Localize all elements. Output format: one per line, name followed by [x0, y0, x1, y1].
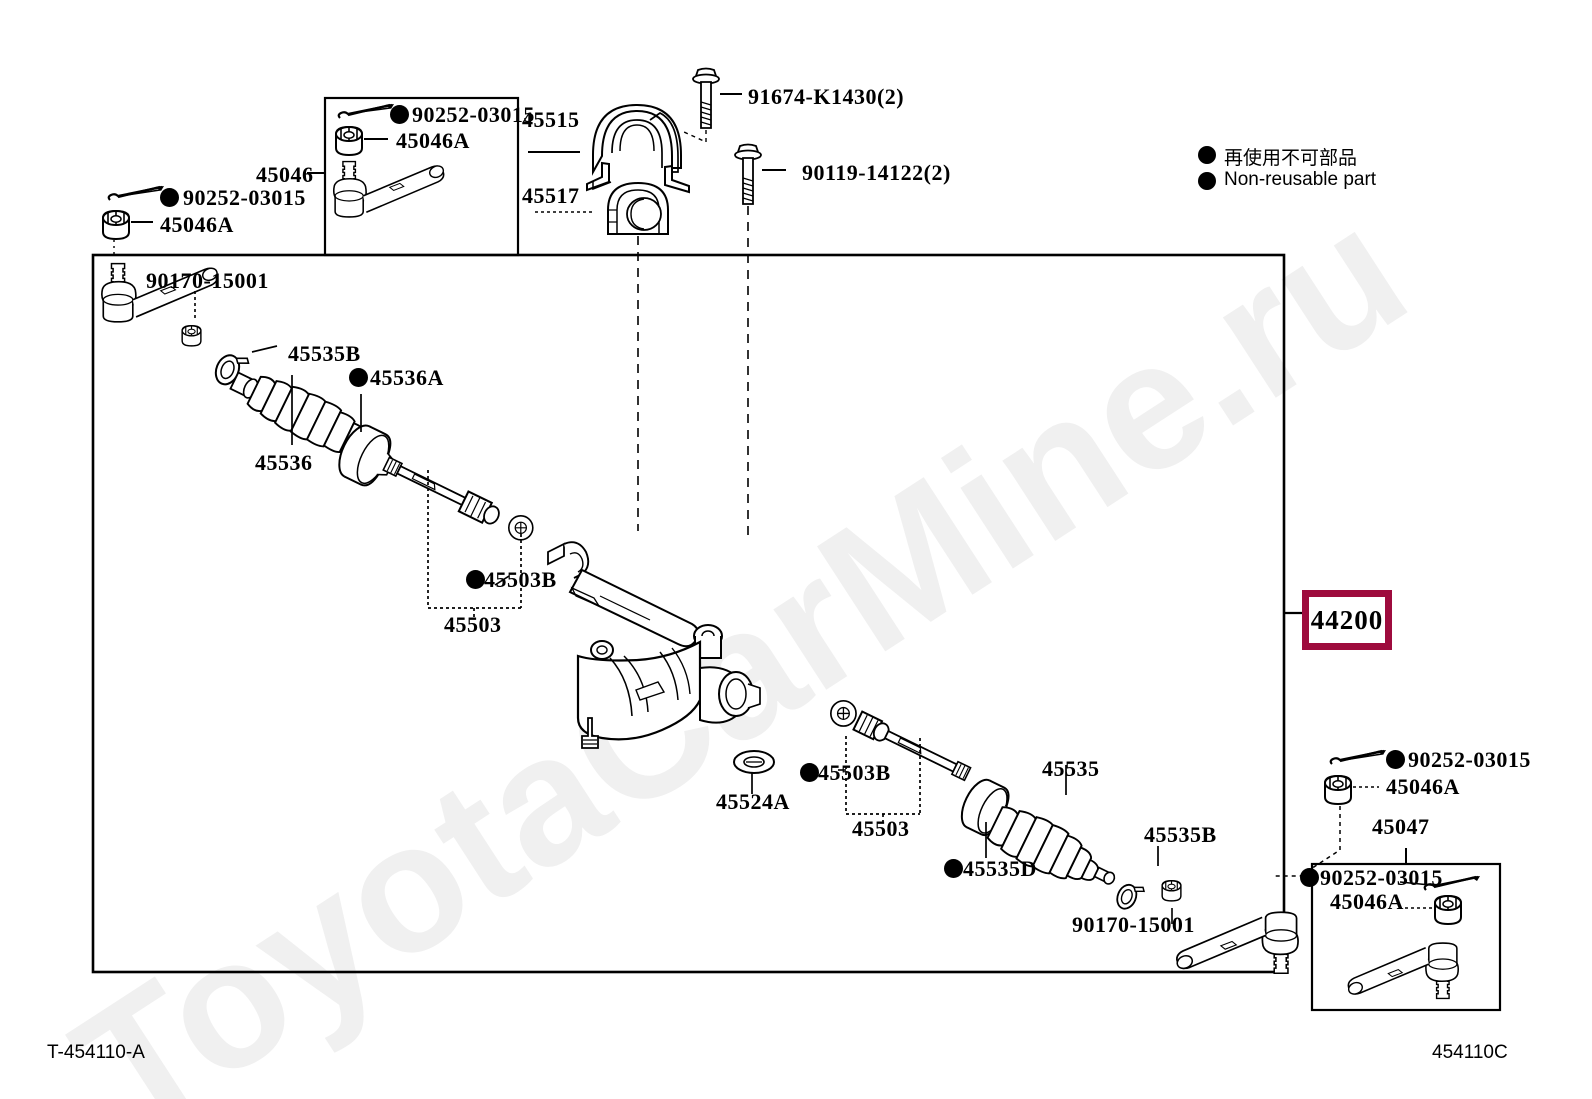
callout-rack-end-upper: 45503 — [444, 612, 502, 637]
callout-inset-right-title: 45047 — [1372, 814, 1430, 839]
nonreuse-dot-7 — [1386, 750, 1405, 769]
legend-dot-jp — [1198, 146, 1216, 164]
callout-boot-clamp-lower: 45535B — [1144, 822, 1217, 847]
callout-inset-left-title: 45046 — [256, 162, 314, 187]
nonreuse-dot-2 — [390, 105, 409, 124]
nonreuse-dot-4 — [466, 570, 485, 589]
callout-boot-band-lower: 45535D — [963, 856, 1037, 881]
callout-bushing: 45517 — [522, 183, 580, 208]
legend-dot-en — [1198, 172, 1216, 190]
callout-housing-bolt: 90119-14122(2) — [802, 160, 951, 185]
highlighted-part-number-44200[interactable]: 44200 — [1302, 590, 1392, 650]
callout-tie-rod-nut-lower: 90170-15001 — [1072, 912, 1195, 937]
callout-boot-upper: 45536 — [255, 450, 313, 475]
callout-outer-right-clip: 90252-03015 — [1408, 747, 1531, 772]
nonreuse-dot-1 — [160, 188, 179, 207]
callout-bracket-bolt: 91674-K1430(2) — [748, 84, 905, 109]
callout-rack-end-lock-lower: 45503B — [818, 760, 891, 785]
nonreuse-dot-6 — [944, 859, 963, 878]
callout-inset-right-nut: 45046A — [1330, 889, 1404, 914]
callout-grommet: 45524A — [716, 789, 790, 814]
callout-bracket: 45515 — [522, 107, 580, 132]
footer-right-code: 454110C — [1432, 1042, 1508, 1063]
callout-outer-right-nut: 45046A — [1386, 774, 1460, 799]
footer-left-code: T-454110-A — [47, 1042, 145, 1063]
callout-boot-band-upper: 45536A — [370, 365, 444, 390]
callout-inset-right-clip: 90252-03015 — [1320, 865, 1443, 890]
callout-rack-end-lock-upper: 45503B — [484, 567, 557, 592]
callout-tie-rod-nut-upper: 90170-15001 — [146, 268, 269, 293]
callout-inset-left-clip: 90252-03015 — [412, 102, 535, 127]
callout-rack-end-lower: 45503 — [852, 816, 910, 841]
callout-boot-lower: 45535 — [1042, 756, 1100, 781]
nonreuse-dot-3 — [349, 368, 368, 387]
nonreuse-dot-8 — [1300, 868, 1319, 887]
nonreuse-dot-5 — [800, 763, 819, 782]
callout-outer-left-clip: 90252-03015 — [183, 185, 306, 210]
callout-inset-left-nut: 45046A — [396, 128, 470, 153]
highlight-number-text: 44200 — [1310, 604, 1384, 635]
legend-english: Non-reusable part — [1224, 169, 1377, 190]
callout-outer-left-nut: 45046A — [160, 212, 234, 237]
legend-japanese: 再使用不可部品 — [1224, 147, 1358, 169]
callout-boot-clamp-upper: 45535B — [288, 341, 361, 366]
